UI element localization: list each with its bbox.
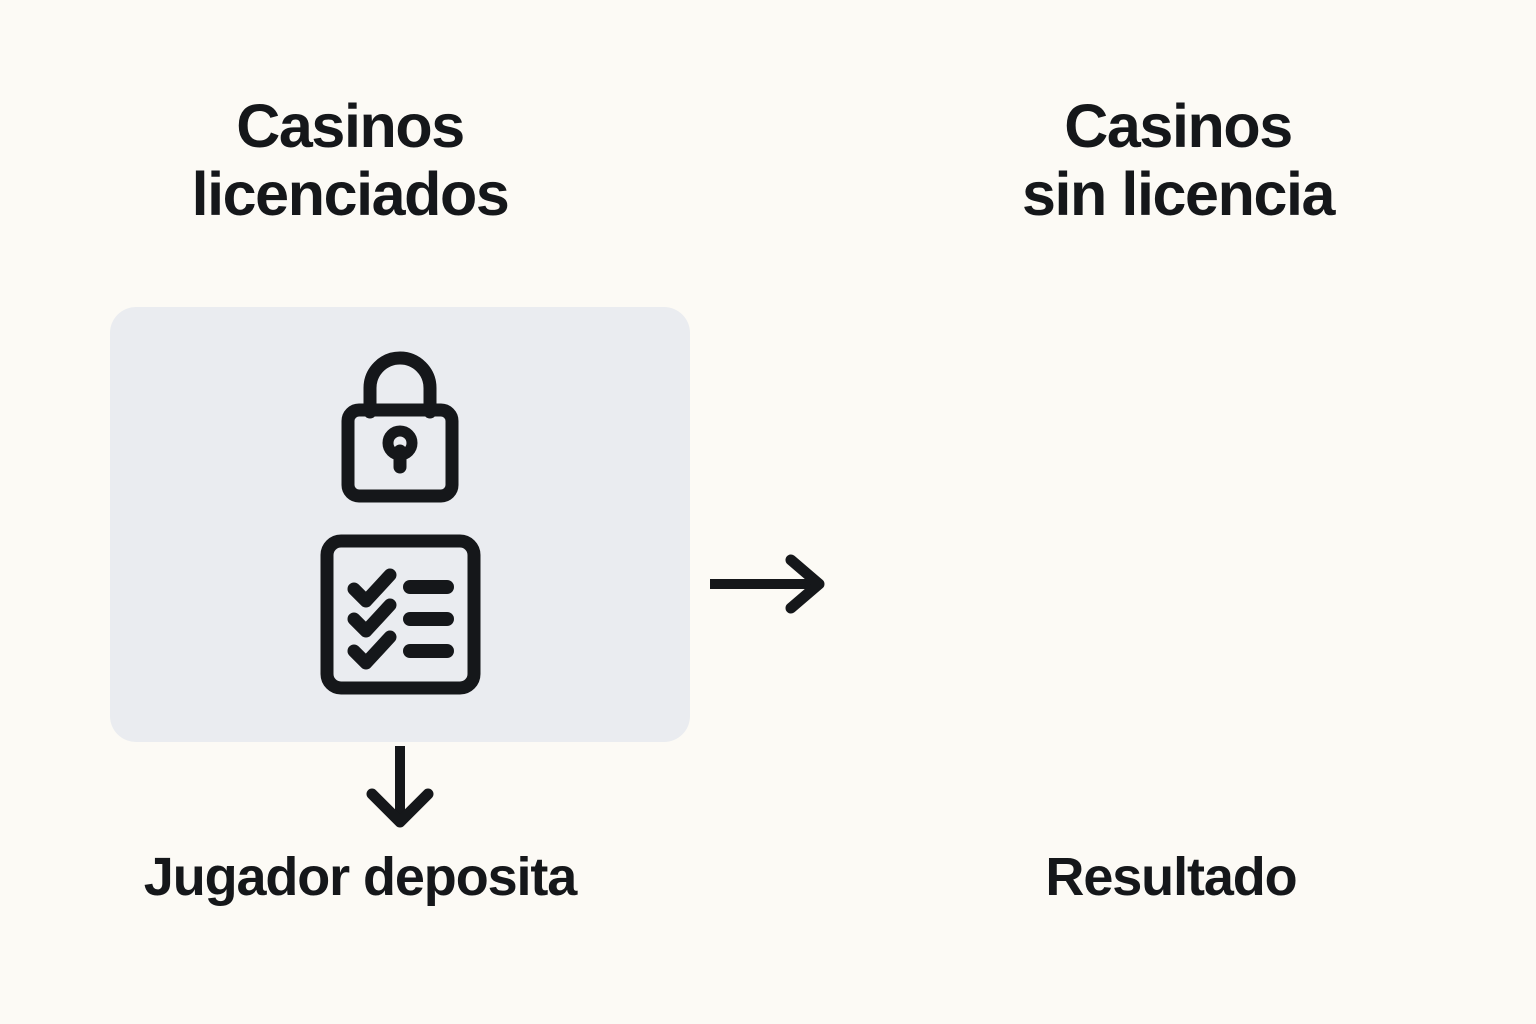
column-title-licensed: Casinos licenciados [191,92,510,229]
checklist-icon [320,534,480,695]
arrow-right-between-panels-icon [710,554,825,614]
panel-licensed [110,307,690,742]
lock-icon [341,351,459,503]
column-licensed: Casinos licenciados [110,92,690,907]
outcome-label-unlicensed: Resultado [1045,847,1297,907]
arrow-down-licensed-icon [366,746,434,828]
column-title-unlicensed: Casinos sin licencia [1021,92,1335,229]
outcome-label-licensed: Jugador deposita [143,847,578,907]
column-unlicensed: Casinos sin licencia Resultado [768,0,1536,1024]
